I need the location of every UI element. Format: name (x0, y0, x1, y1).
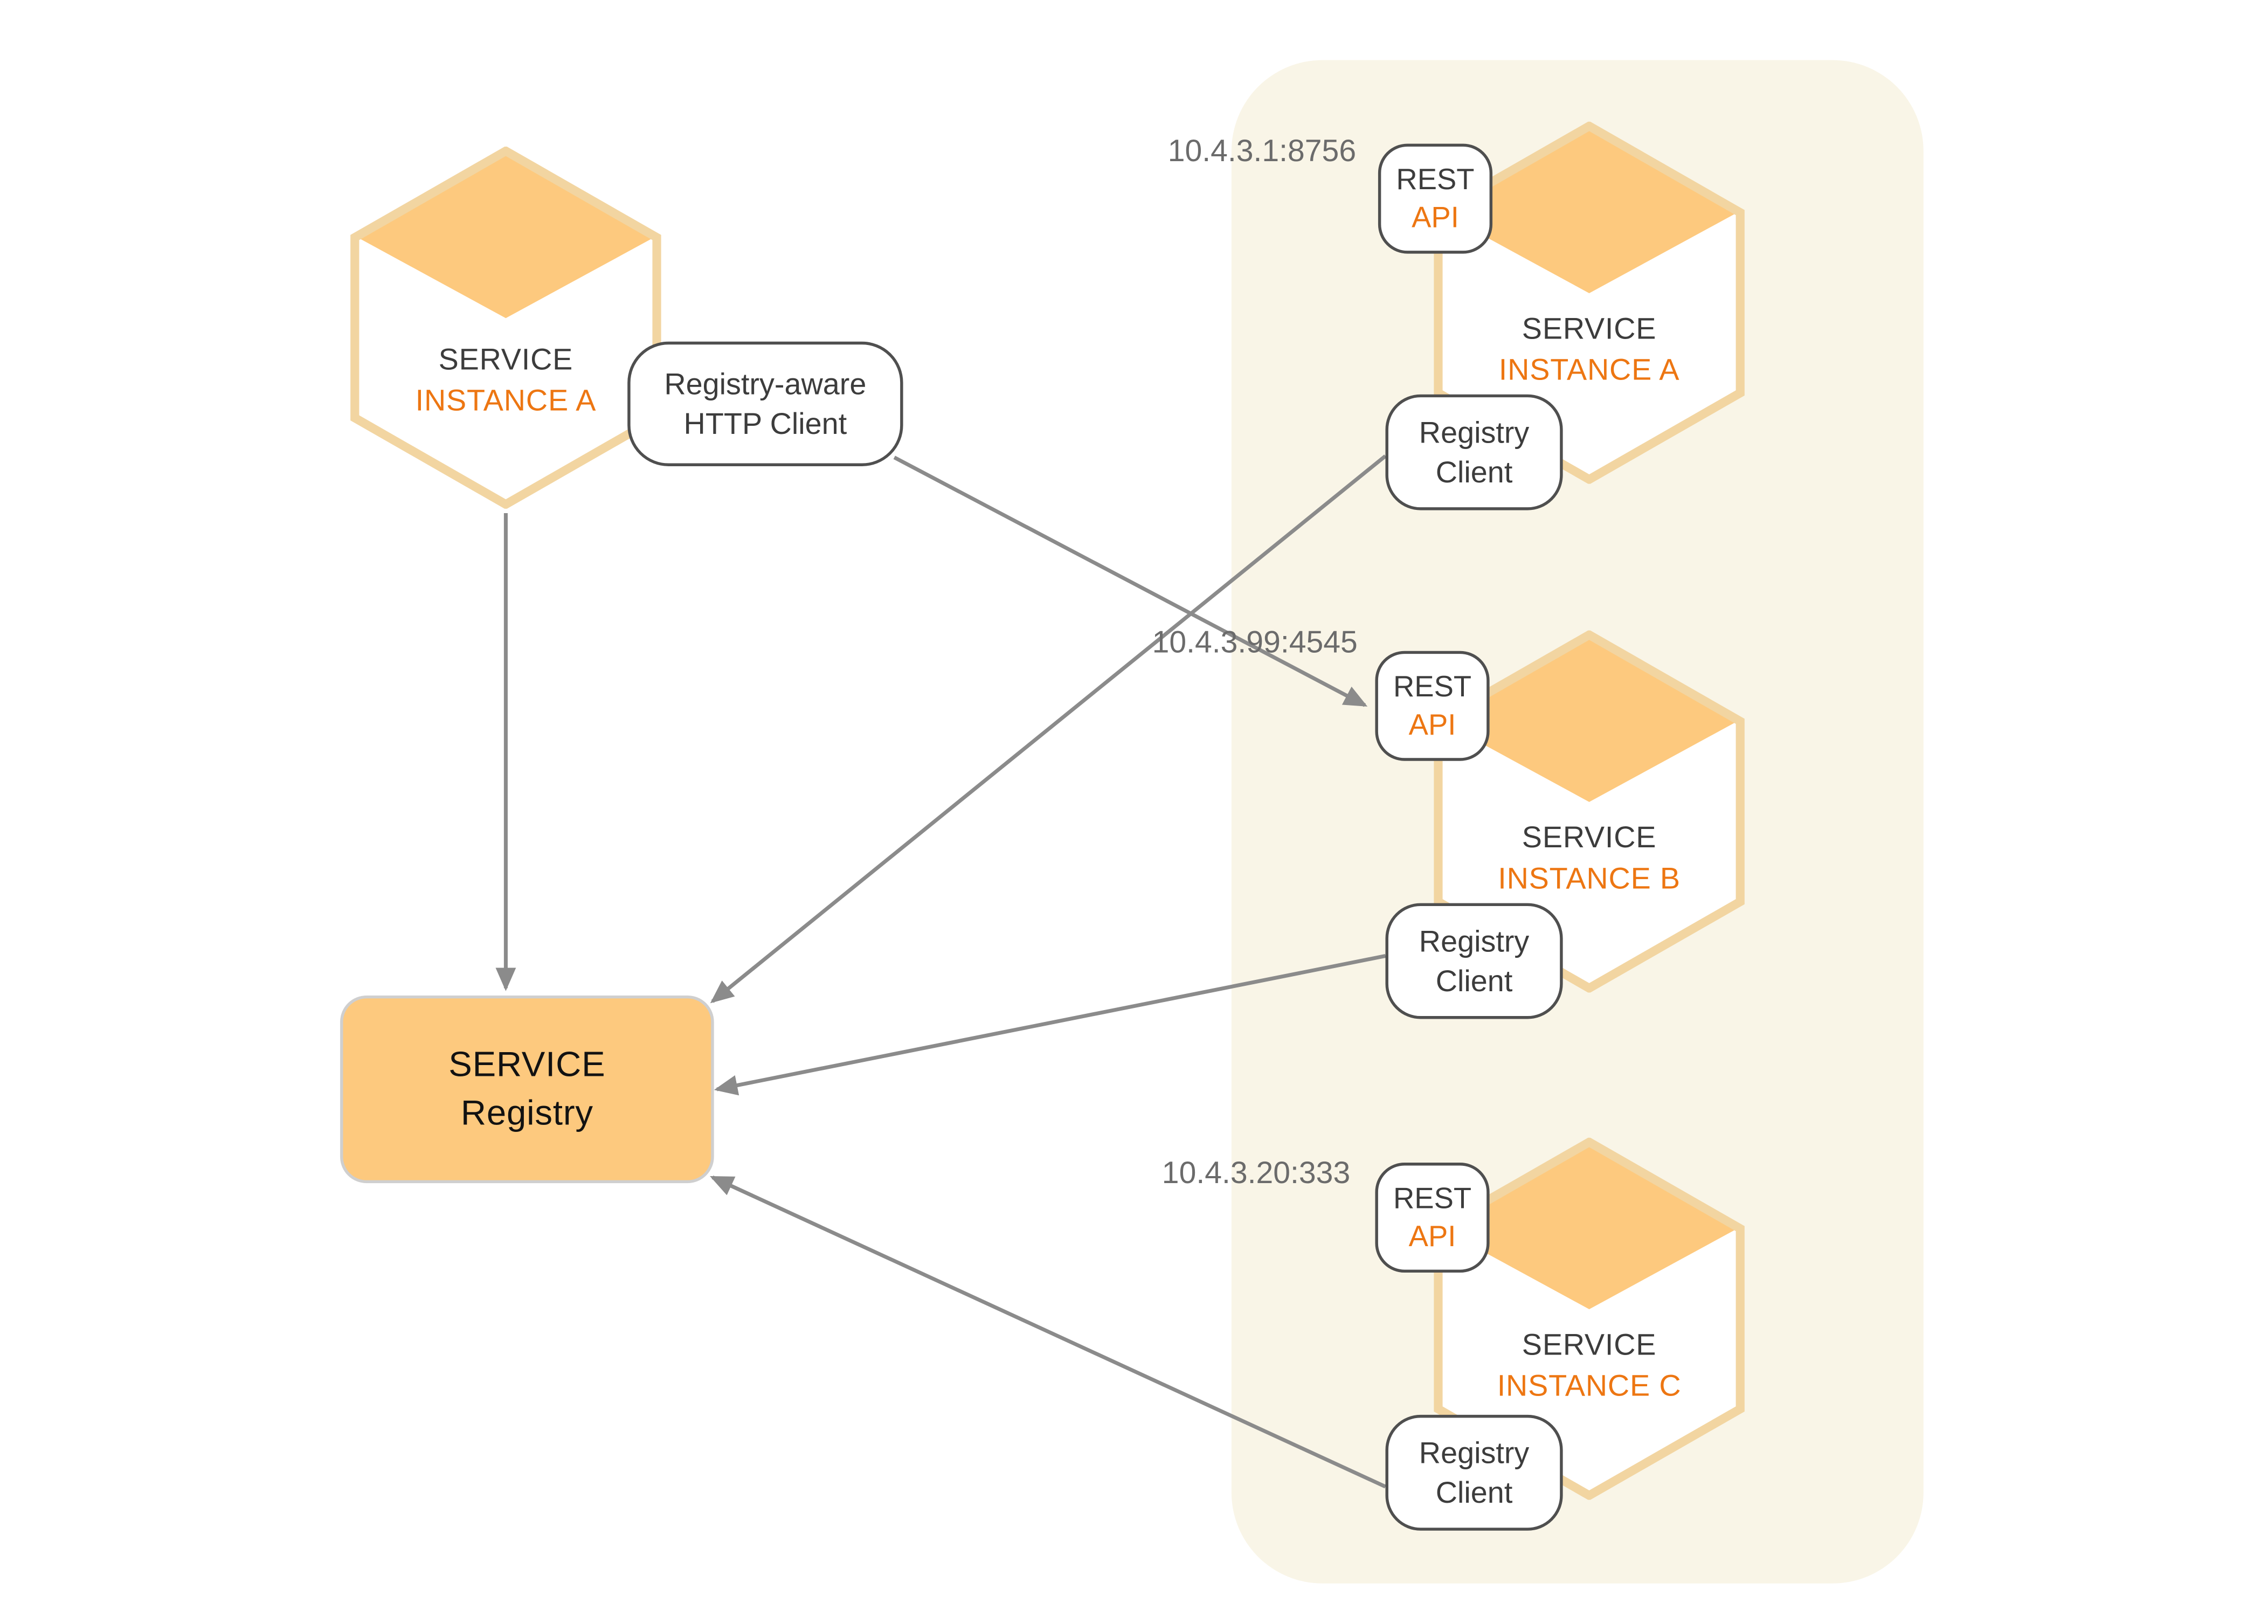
client-service-hexagon (350, 147, 661, 509)
instance-a-label: SERVICE INSTANCE A (1434, 309, 1745, 391)
rest-label: REST (1396, 163, 1475, 196)
instance-a-address: 10.4.3.1:8756 (1167, 135, 1357, 169)
instance-b-address: 10.4.3.99:4545 (1152, 626, 1358, 660)
instance-c-address: 10.4.3.20:333 (1161, 1157, 1351, 1191)
api-label: API (1412, 202, 1459, 234)
instance-b-registry-client-box: Registry Client (1385, 903, 1563, 1019)
api-label: API (1408, 709, 1456, 742)
client-service-subtitle: INSTANCE A (415, 384, 597, 418)
instance-a-title: SERVICE (1522, 312, 1657, 346)
rest-label: REST (1393, 671, 1472, 703)
api-label: API (1408, 1220, 1456, 1253)
service-registry-line2: Registry (460, 1094, 593, 1134)
instance-b-rest-api-box: REST API (1375, 651, 1490, 761)
instance-b-subtitle: INSTANCE B (1498, 862, 1681, 896)
arrow-registry-client-c-to-registry (710, 1176, 1386, 1489)
registry-client-line1: Registry (1419, 1436, 1530, 1470)
instance-a-subtitle: INSTANCE A (1498, 353, 1680, 388)
instance-c-registry-client-box: Registry Client (1385, 1414, 1563, 1531)
registry-client-line2: Client (1435, 964, 1513, 998)
instance-a-rest-api-box: REST API (1378, 143, 1493, 254)
hexagon-outline (350, 147, 661, 509)
instance-c-title: SERVICE (1522, 1328, 1657, 1362)
hexagon-roof (1441, 636, 1738, 802)
service-registry-line1: SERVICE (448, 1045, 606, 1085)
hexagon-roof (1441, 127, 1738, 294)
registry-client-line2: Client (1435, 1475, 1513, 1510)
client-service-label: SERVICE INSTANCE A (350, 340, 661, 422)
service-registry-box: SERVICE Registry (340, 995, 714, 1184)
rest-label: REST (1393, 1182, 1472, 1215)
instance-c-rest-api-box: REST API (1375, 1163, 1490, 1273)
http-client-line2: HTTP Client (683, 406, 847, 441)
instance-a-registry-client-box: Registry Client (1385, 394, 1563, 510)
instance-b-label: SERVICE INSTANCE B (1434, 818, 1745, 900)
arrow-http-client-to-rest-api-b (893, 455, 1368, 707)
hexagon-roof (1441, 1143, 1738, 1310)
hexagon-roof (357, 152, 654, 319)
registry-aware-http-client-box: Registry-aware HTTP Client (627, 341, 903, 466)
instance-b-title: SERVICE (1522, 821, 1657, 855)
registry-client-line2: Client (1435, 455, 1513, 489)
http-client-line1: Registry-aware (664, 367, 867, 401)
arrow-registry-client-a-to-registry (710, 454, 1387, 1004)
instance-c-label: SERVICE INSTANCE C (1434, 1325, 1745, 1407)
arrow-registry-client-b-to-registry (714, 954, 1386, 1096)
registry-client-line1: Registry (1419, 924, 1530, 958)
registry-client-line1: Registry (1419, 416, 1530, 450)
instance-c-subtitle: INSTANCE C (1497, 1369, 1682, 1404)
client-service-title: SERVICE (438, 343, 573, 377)
